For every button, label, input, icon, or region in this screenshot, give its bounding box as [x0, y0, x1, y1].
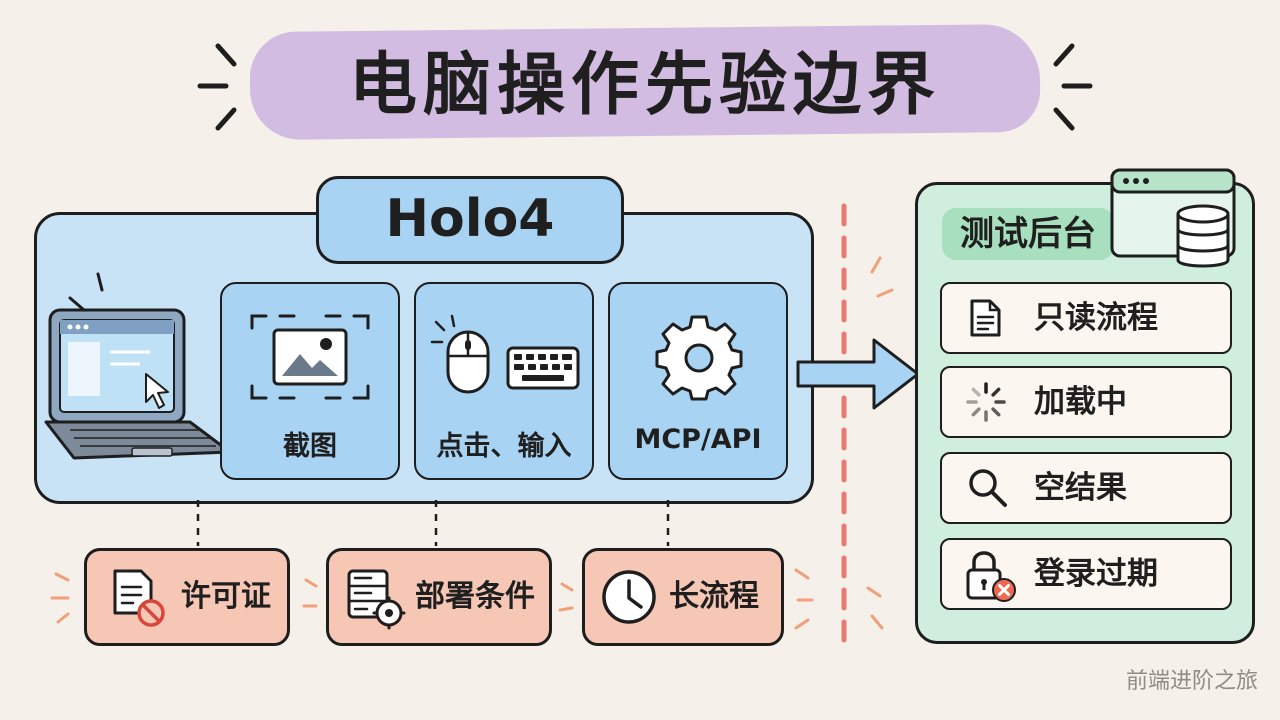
license-chip: 许可证	[84, 548, 290, 646]
arrow-right-icon	[796, 338, 920, 410]
module-label: 点击、输入	[436, 431, 572, 462]
server-config-icon	[347, 569, 406, 630]
row-label: 空结果	[1034, 470, 1127, 506]
backend-row-readonly: 只读流程	[940, 282, 1232, 354]
search-icon	[969, 469, 1007, 507]
backend-title: 测试后台	[942, 208, 1114, 260]
row-label: 登录过期	[1034, 556, 1158, 592]
mcp-api-module: MCP/API	[608, 282, 788, 480]
watermark-text: 前端进阶之旅	[1125, 669, 1258, 694]
backend-row-loading: 加载中	[940, 366, 1232, 438]
long-flow-chip: 长流程	[582, 548, 784, 646]
module-label: MCP/API	[634, 424, 762, 455]
clock-icon	[602, 570, 656, 624]
loading-spinner-icon	[966, 382, 1006, 422]
page-title: 电脑操作先验边界	[348, 46, 941, 125]
row-label: 加载中	[1034, 384, 1127, 420]
input-module: 点击、输入	[414, 282, 594, 480]
chip-label: 部署条件	[415, 579, 535, 614]
backend-row-login-expired: 登录过期	[940, 538, 1232, 610]
document-icon	[970, 299, 1001, 337]
gear-icon	[655, 315, 743, 401]
mouse-keyboard-icon	[430, 314, 580, 394]
holo-title: Holo4	[316, 176, 624, 264]
backend-row-empty-result: 空结果	[940, 452, 1232, 524]
browser-database-icon	[1110, 168, 1236, 268]
left-title-sparks-icon	[197, 43, 237, 131]
right-title-sparks-icon	[1053, 43, 1093, 131]
module-label: 截图	[283, 431, 337, 462]
image-icon	[250, 314, 370, 400]
chip-label: 许可证	[181, 579, 271, 614]
row-label: 只读流程	[1034, 300, 1158, 336]
deployment-chip: 部署条件	[326, 548, 552, 646]
expired-lock-icon	[966, 551, 1016, 602]
chip-label: 长流程	[669, 579, 759, 614]
license-document-icon	[113, 569, 165, 627]
laptop-icon	[44, 272, 232, 460]
screenshot-module: 截图	[220, 282, 400, 480]
